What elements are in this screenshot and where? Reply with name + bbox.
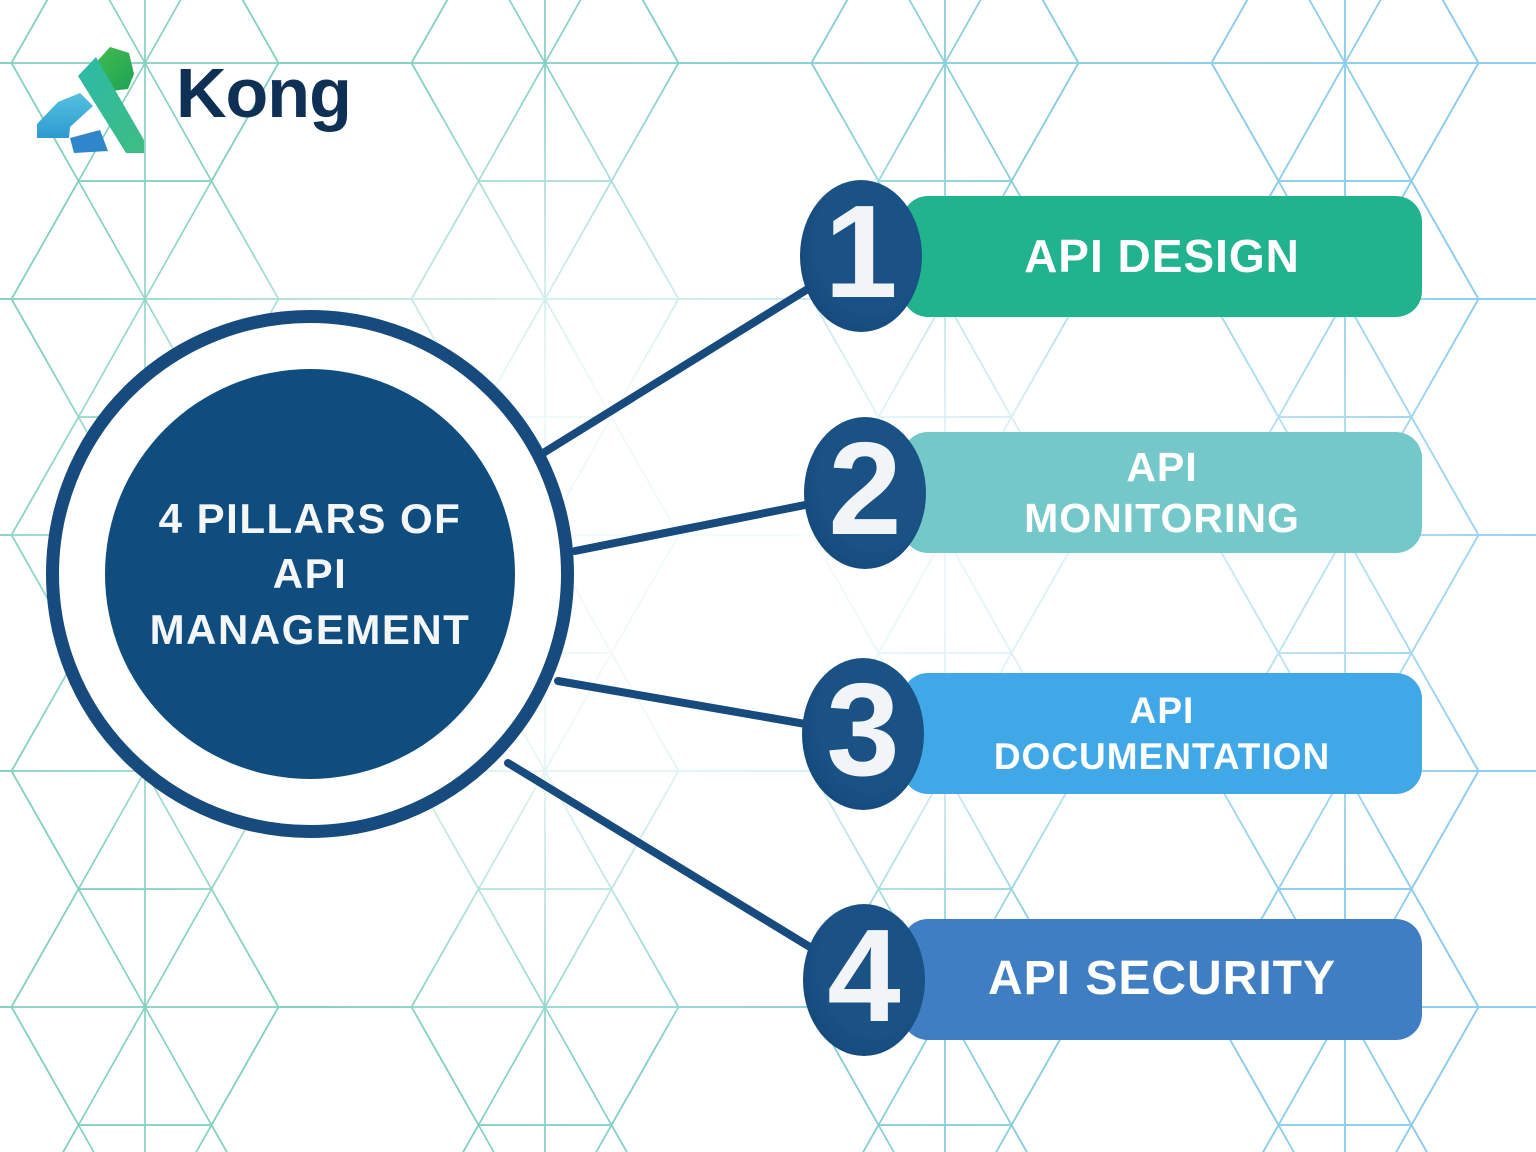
hub-title-line: 4 PILLARS OF bbox=[158, 494, 462, 542]
pillar-label-line: API SECURITY bbox=[987, 952, 1337, 1006]
logo-face-shape bbox=[37, 93, 93, 138]
pillar-number-badge-2: 2 bbox=[804, 417, 926, 569]
pillar-bar-3: API DOCUMENTATION bbox=[902, 673, 1422, 794]
logo-body-shape bbox=[78, 57, 144, 153]
hub-circle: 4 PILLARS OF API MANAGEMENT bbox=[105, 369, 515, 779]
connector-line-4 bbox=[504, 759, 868, 984]
pillar-label-line: API DESIGN bbox=[1024, 230, 1300, 283]
hub-title: 4 PILLARS OF API MANAGEMENT bbox=[150, 491, 471, 657]
pillar-label-1: API DESIGN bbox=[1024, 228, 1300, 284]
pillar-label-4: API SECURITY bbox=[988, 950, 1336, 1009]
kong-logo-mark bbox=[37, 47, 144, 153]
pillar-number: 4 bbox=[827, 902, 901, 1049]
hub-title-line: API bbox=[272, 550, 348, 598]
pillar-bar-2: API MONITORING bbox=[902, 432, 1422, 553]
pillar-number: 3 bbox=[826, 656, 900, 803]
pillar-bar-4: API SECURITY bbox=[902, 919, 1422, 1040]
pillar-label-line: API bbox=[1129, 690, 1195, 732]
pillar-number-badge-4: 4 bbox=[803, 904, 925, 1056]
pillar-number-badge-3: 3 bbox=[802, 658, 924, 810]
pillar-number: 1 bbox=[824, 178, 898, 325]
kong-wordmark: Kong bbox=[176, 54, 352, 132]
pillar-label-line: MONITORING bbox=[1024, 494, 1300, 541]
hub-title-line: MANAGEMENT bbox=[149, 605, 471, 653]
pillar-label-3: API DOCUMENTATION bbox=[994, 688, 1330, 778]
pillar-label-2: API MONITORING bbox=[1024, 442, 1300, 542]
pillar-bar-1: API DESIGN bbox=[902, 196, 1422, 317]
pillar-number-badge-1: 1 bbox=[800, 180, 922, 332]
pillar-label-line: DOCUMENTATION bbox=[993, 735, 1331, 777]
logo-foot-shape bbox=[70, 130, 108, 153]
pillar-number: 2 bbox=[828, 415, 902, 562]
pillar-label-line: API bbox=[1126, 444, 1198, 491]
